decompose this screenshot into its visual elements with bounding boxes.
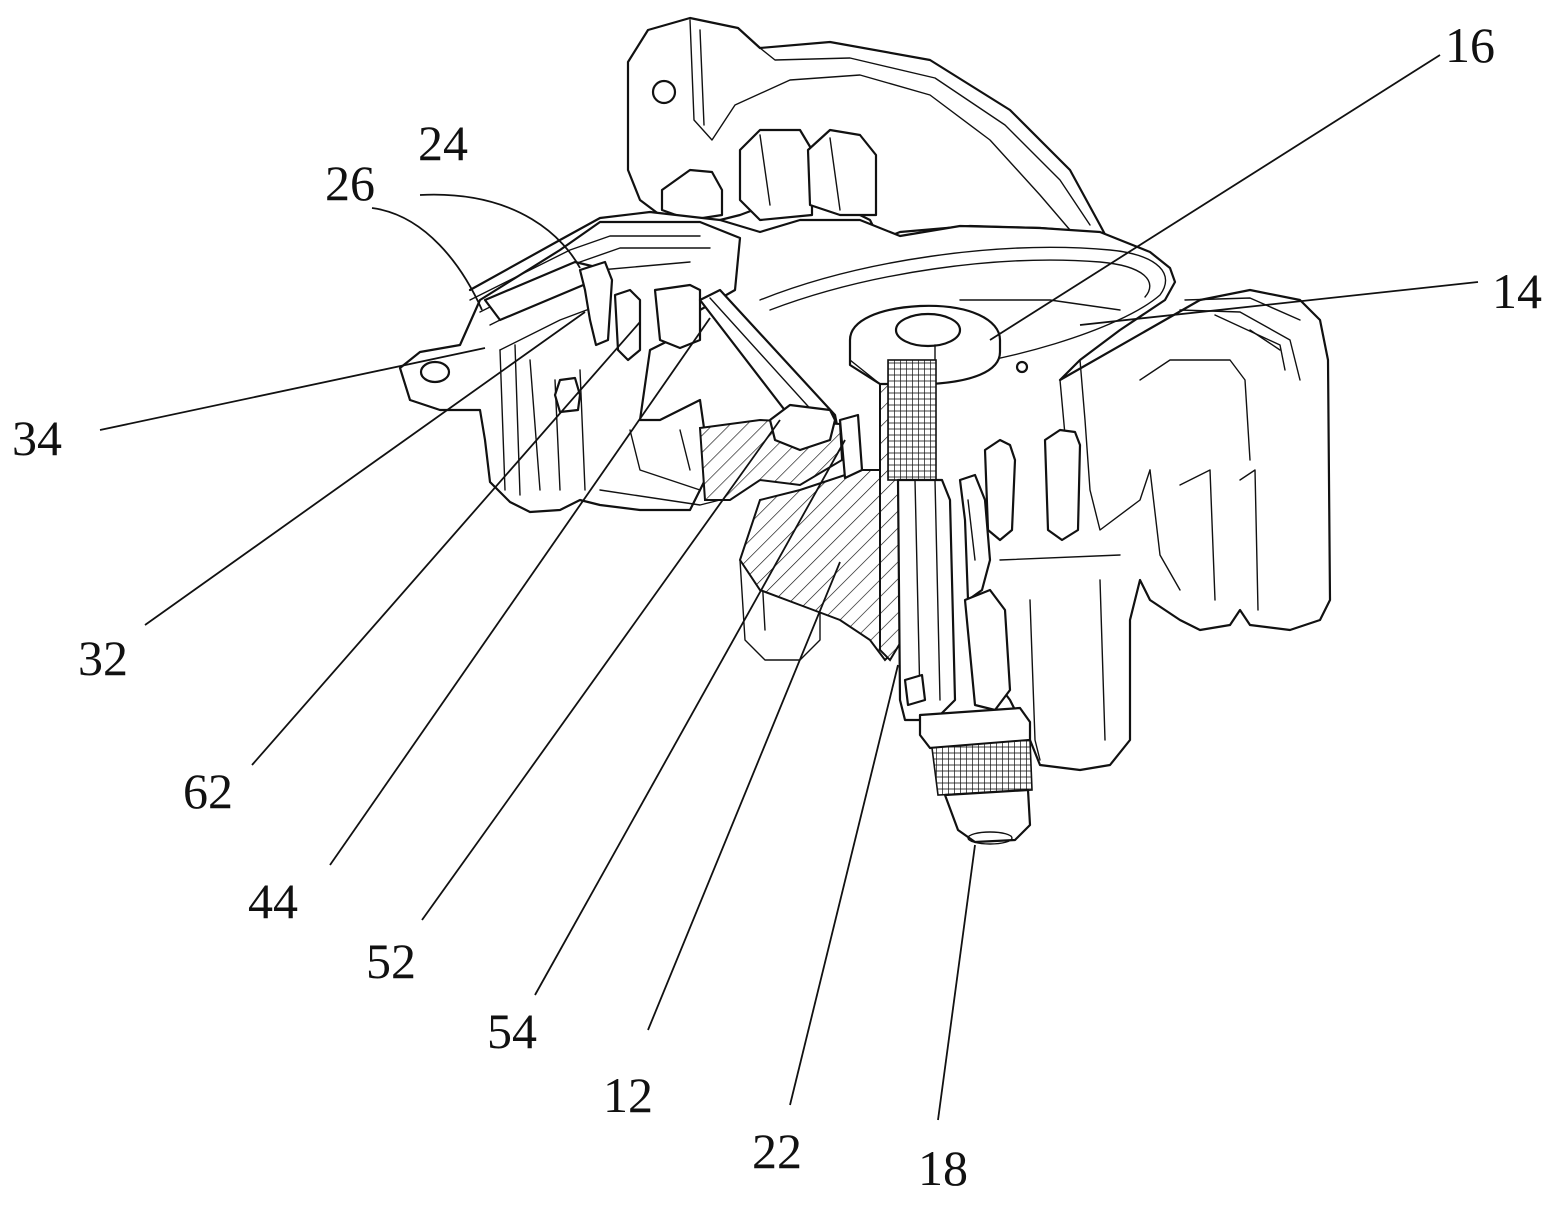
rear-mounting-plate (626, 16, 1110, 242)
leader-32 (144, 311, 586, 626)
label-52: 52 (366, 933, 416, 989)
label-24: 24 (418, 115, 468, 171)
leader-22 (789, 664, 899, 1106)
leader-44 (329, 317, 711, 866)
leader-18 (937, 844, 976, 1121)
label-14: 14 (1492, 263, 1542, 319)
label-34: 34 (12, 410, 62, 466)
leader-52 (421, 419, 781, 921)
leader-34 (99, 347, 486, 431)
label-22: 22 (752, 1123, 802, 1179)
leader-16 (989, 54, 1441, 341)
label-54: 54 (487, 1003, 537, 1059)
leader-26 (371, 207, 483, 311)
leader-lines (99, 54, 1479, 1121)
label-12: 12 (603, 1067, 653, 1123)
leader-12 (647, 561, 841, 1031)
label-32: 32 (78, 630, 128, 686)
label-16: 16 (1445, 17, 1495, 73)
leader-54 (534, 439, 846, 996)
leader-62 (251, 321, 641, 766)
leader-24 (419, 193, 581, 269)
label-62: 62 (183, 763, 233, 819)
reference-labels: 16 14 24 26 34 32 62 44 52 54 12 22 18 (12, 17, 1542, 1196)
output-shaft (887, 359, 1033, 845)
label-26: 26 (325, 155, 375, 211)
label-18: 18 (918, 1140, 968, 1196)
leader-14 (1079, 281, 1479, 326)
label-44: 44 (248, 873, 298, 929)
